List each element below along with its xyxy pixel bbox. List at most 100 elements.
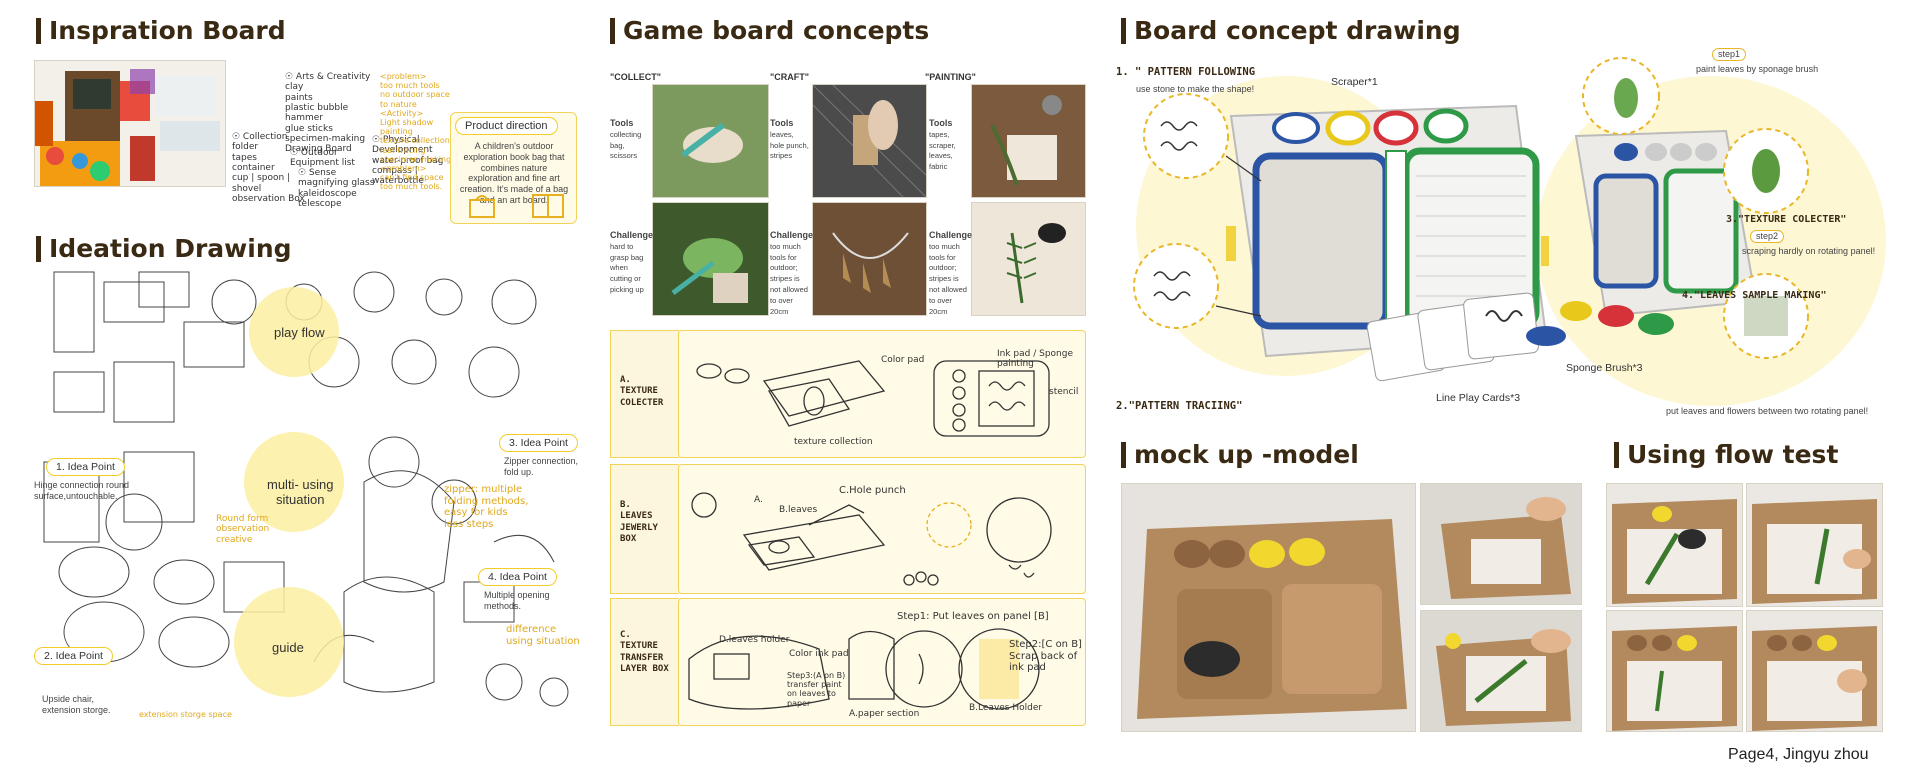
bag-icon [469, 195, 495, 218]
footer-page: Page4, Jingyu zhou [1728, 746, 1869, 763]
leaves-sample-label: 4."LEAVES SAMPLE MAKING" [1682, 290, 1827, 301]
c-note-leaves-holder-b: B.Leaves Holder [969, 703, 1043, 713]
painting-tools-text: tapes, scraper, leaves, fabric [929, 129, 956, 172]
flow-photo-1 [1606, 483, 1743, 607]
game-title: Game board concepts [610, 16, 929, 45]
pattern-following-label: 1. " PATTERN FOLLOWING [1116, 66, 1256, 78]
scraper-label: Scraper*1 [1331, 76, 1378, 88]
box-c-label: C. TEXTURE TRANSFER LAYER BOX [620, 630, 669, 674]
yellow-note-difference: difference using situation [506, 624, 580, 647]
pattern-tracing-label: 2."PATTERN TRACIING" [1116, 400, 1243, 412]
b-note-a: A. [754, 495, 763, 505]
collect-tools-text: collecting bag, scissors [610, 129, 642, 161]
inspiration-photo [34, 60, 226, 187]
product-direction-text: A children's outdoor exploration book ba… [459, 141, 569, 205]
pattern-following-sub: use stone to make the shape! [1136, 84, 1255, 94]
product-direction-box: Product direction A children's outdoor e… [450, 112, 577, 224]
box-a-panel: Color pad Ink pad / Sponge painting sten… [678, 330, 1086, 458]
sponge-brush-label: Sponge Brush*3 [1566, 362, 1643, 374]
collect-tools-label: Tools [610, 118, 634, 128]
step1-text: paint leaves by sponage brush [1696, 64, 1819, 74]
c-note-color-ink: Color ink pad [789, 649, 849, 659]
blob-play-flow-label: play flow [274, 325, 325, 340]
painting-challenge-text: too much tools for outdoor; stripes is n… [929, 241, 967, 316]
idea-point-1-text: Hinge connection round surface,untouchab… [34, 480, 130, 501]
mockup-title: mock up -model [1121, 440, 1359, 469]
blob-guide-label: guide [272, 640, 304, 655]
idea-point-2-text: Upside chair, extension storge. [42, 694, 111, 715]
collect-challenge-label: Challenge [610, 230, 654, 240]
b-note-leaves: B.leaves [779, 505, 818, 515]
c-note-step3: Step3:(A on B) transfer paint on leaves … [787, 671, 846, 708]
step1-label: step1 [1712, 48, 1747, 61]
painting-challenge-label: Challenge [929, 230, 973, 240]
flow-title: Using flow test [1614, 440, 1838, 469]
inspiration-notes-sense: ☉ Sense magnifying glass kaleidoscope te… [298, 168, 375, 210]
a-note-ink-pad: Ink pad / Sponge painting [997, 349, 1074, 370]
inspiration-notes-physical: ☉ Physical Development water-proof bag c… [372, 135, 444, 187]
blob-multi-using [244, 432, 344, 532]
idea-point-4: 4. Idea Point [478, 568, 557, 586]
concept-drawing-area: 1. " PATTERN FOLLOWING use stone to make… [1116, 48, 1906, 426]
step2-label: step2 [1750, 230, 1785, 243]
blob-multi-using-label: multi- using situation [267, 477, 334, 507]
idea-point-3-text: Zipper connection, fold up. [504, 456, 579, 477]
mockup-photo-main [1121, 483, 1416, 732]
box-a-label-panel [610, 330, 679, 458]
c-note-paper-section: A.paper section [849, 709, 920, 719]
idea-point-1: 1. Idea Point [46, 458, 125, 476]
box-b-panel: C.Hole punch A. B.leaves [678, 464, 1086, 594]
inspiration-notes-collection: ☉ Collection folder tapes container cup … [232, 132, 305, 205]
c-note-step1: Step1: Put leaves on panel [B] [897, 611, 1049, 622]
box-c-panel: D.leaves holder Color ink pad Step1: Put… [678, 598, 1086, 726]
idea-point-3: 3. Idea Point [499, 434, 578, 452]
photo-collect-1 [652, 84, 769, 198]
col-painting: "PAINTING" [925, 72, 976, 82]
put-leaves-text: put leaves and flowers between two rotat… [1666, 406, 1869, 416]
concept-title: Board concept drawing [1121, 16, 1461, 45]
b-note-hole-punch: C.Hole punch [839, 485, 906, 496]
flow-photo-4 [1746, 610, 1883, 732]
photo-painting-2 [971, 202, 1086, 316]
blob-play-flow [249, 287, 339, 377]
yellow-note-round: Round form observation creative [216, 514, 270, 545]
col-craft: "CRAFT" [770, 72, 810, 82]
craft-challenge-label: Challenge [770, 230, 814, 240]
photo-collect-2 [652, 202, 769, 316]
box-b-label-panel [610, 464, 679, 594]
painting-tools-label: Tools [929, 118, 953, 128]
flow-photo-3 [1606, 610, 1743, 732]
craft-challenge-text: too much tools for outdoor; stripes is n… [770, 241, 808, 316]
inspiration-notes-outdoor: ☉ Outdoor Equipment list [290, 148, 355, 169]
box-a-label: A. TEXTURE COLECTER [620, 375, 664, 408]
yellow-note-extension: extension storge space [139, 710, 232, 719]
ideation-sketch-area: play flow multi- using situation guide 1… [34, 262, 594, 727]
product-direction-title: Product direction [455, 117, 558, 135]
mockup-photo-2 [1420, 483, 1582, 605]
inspiration-title: Inspration Board [36, 16, 286, 45]
craft-tools-text: leaves, hole punch, stripes [770, 129, 809, 161]
box-b-label: B. LEAVES JEWERLY BOX [620, 500, 658, 544]
idea-point-4-text: Multiple opening methods. [484, 590, 550, 611]
flow-photo-2 [1746, 483, 1883, 607]
idea-point-2: 2. Idea Point [34, 647, 113, 665]
mockup-photo-3 [1420, 610, 1582, 732]
inspiration-notes-arts: ☉ Arts & Creativity clay paints plastic … [285, 72, 371, 155]
line-play-label: Line Play Cards*3 [1436, 392, 1521, 404]
a-note-stencil: stencil [1049, 387, 1079, 397]
ideation-title: Ideation Drawing [36, 234, 292, 263]
book-icon [532, 194, 564, 218]
photo-craft-1 [812, 84, 927, 198]
c-note-leaves-holder: D.leaves holder [719, 635, 790, 645]
texture-collecter-label: 3."TEXTURE COLECTER" [1726, 214, 1847, 225]
photo-painting-1 [971, 84, 1086, 198]
a-note-texture-collection: texture collection [794, 437, 873, 447]
craft-tools-label: Tools [770, 118, 794, 128]
box-c-label-panel [610, 598, 679, 726]
